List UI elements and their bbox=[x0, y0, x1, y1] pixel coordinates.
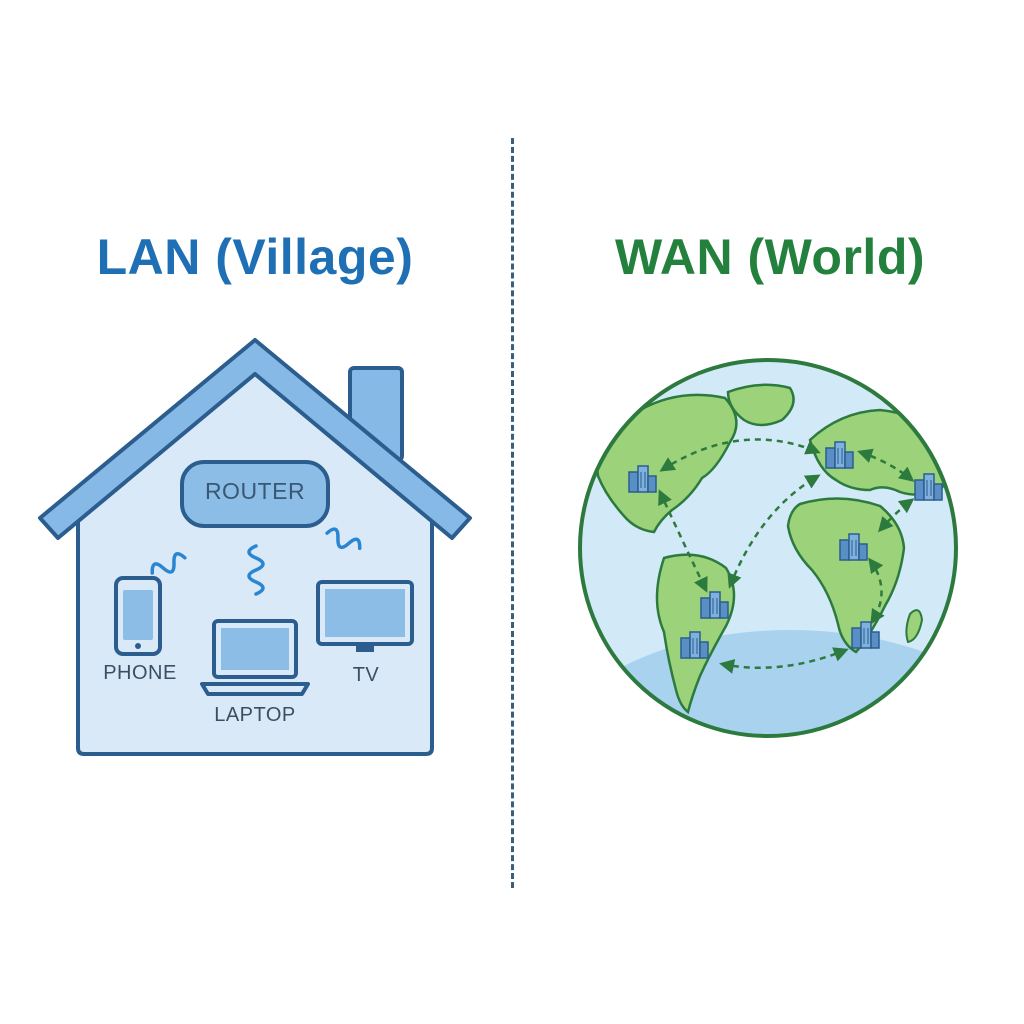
house-roof bbox=[38, 338, 472, 540]
madagascar bbox=[905, 609, 924, 644]
wifi-signal-icon bbox=[247, 544, 265, 596]
ocean-shading bbox=[580, 630, 956, 736]
globe-outline bbox=[578, 358, 958, 738]
tv-icon bbox=[316, 580, 414, 652]
wan-title: WAN (World) bbox=[614, 229, 926, 285]
router-label: ROUTER bbox=[204, 478, 306, 504]
greenland bbox=[726, 383, 795, 427]
phone-label: PHONE bbox=[103, 662, 177, 684]
tv-label: TV bbox=[352, 664, 380, 686]
router-icon bbox=[180, 460, 330, 528]
laptop-icon bbox=[200, 619, 310, 696]
dashed-arrow-icon bbox=[658, 438, 915, 674]
wifi-signal-icon bbox=[325, 527, 362, 551]
phone-icon bbox=[114, 576, 162, 656]
divider-line bbox=[511, 138, 514, 888]
laptop-label: LAPTOP bbox=[214, 704, 296, 726]
lan-title: LAN (Village) bbox=[96, 229, 414, 285]
wifi-signal-icon bbox=[150, 552, 187, 575]
